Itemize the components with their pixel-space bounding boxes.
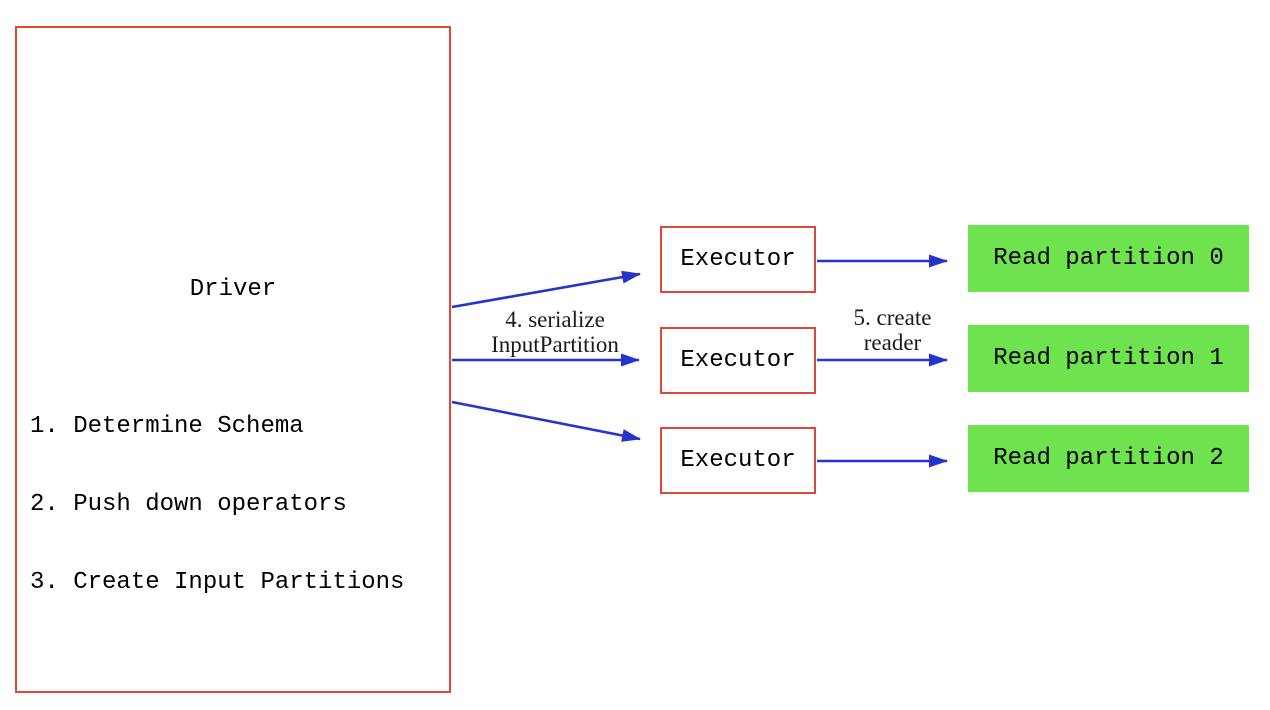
driver-step-2: 2. Push down operators <box>30 491 347 518</box>
executor-label-2: Executor <box>680 447 796 474</box>
driver-title: Driver <box>189 276 277 303</box>
executor-label-1: Executor <box>680 347 796 374</box>
edge-label-serialize-inputpartition: 4. serialize InputPartition <box>491 307 619 357</box>
read-partition-box-2: Read partition 2 <box>968 425 1249 492</box>
executor-box-2: Executor <box>660 427 816 494</box>
read-partition-box-1: Read partition 1 <box>968 325 1249 392</box>
arrow-driver-to-executor-2 <box>451 400 641 442</box>
executor-box-1: Executor <box>660 327 816 394</box>
executor-box-0: Executor <box>660 226 816 293</box>
driver-step-3: 3. Create Input Partitions <box>30 569 405 596</box>
read-partition-label-2: Read partition 2 <box>993 445 1224 472</box>
read-partition-label-1: Read partition 1 <box>993 345 1224 372</box>
edge-label-create-reader: 5. create reader <box>853 305 932 355</box>
arrow-driver-to-executor-0 <box>451 270 641 309</box>
read-partition-box-0: Read partition 0 <box>968 225 1249 292</box>
driver-steps-list: 1. Determine Schema 2. Push down operato… <box>30 362 404 648</box>
executor-label-0: Executor <box>680 246 796 273</box>
driver-step-1: 1. Determine Schema <box>30 413 304 440</box>
driver-box <box>15 26 451 693</box>
read-partition-label-0: Read partition 0 <box>993 245 1224 272</box>
